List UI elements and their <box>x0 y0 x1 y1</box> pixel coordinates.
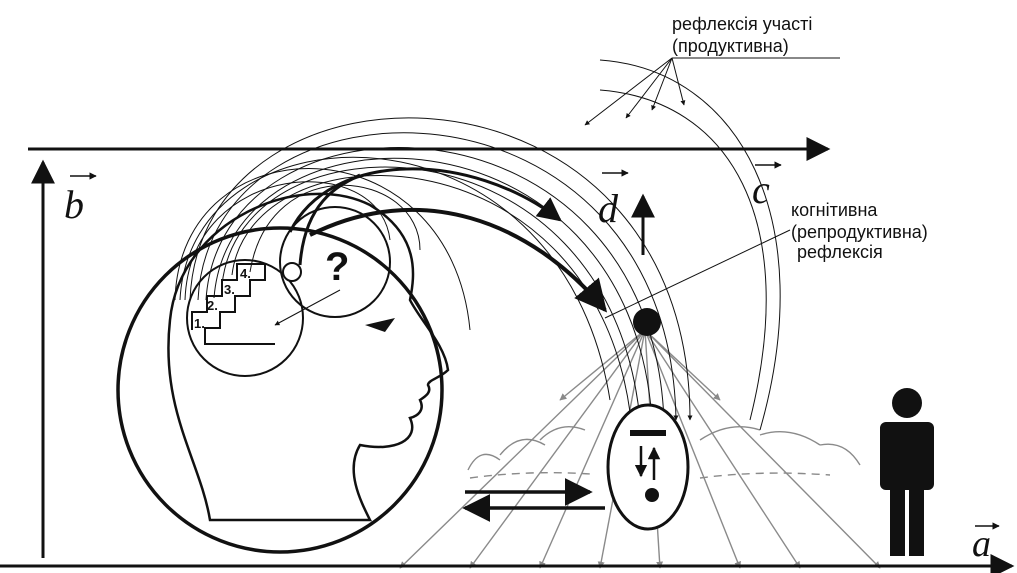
human-figure-icon <box>880 388 934 556</box>
annotation-leaders <box>585 58 840 318</box>
participation-reflection-line1: рефлексія участі <box>672 14 812 34</box>
ellipse-dot <box>645 488 659 502</box>
svg-text:d: d <box>598 186 619 231</box>
eye-icon <box>365 318 395 332</box>
head-circle <box>118 228 442 552</box>
vector-c: c <box>752 165 781 212</box>
vector-d: d <box>598 173 628 231</box>
cognitive-reflection-line1: когнітивна <box>791 200 878 220</box>
step-1-label: 1. <box>194 316 205 331</box>
svg-text:b: b <box>64 182 84 227</box>
ellipse-bar <box>630 430 666 436</box>
cognitive-reflection-line2: (репродуктивна) <box>791 222 928 242</box>
exchange-arrows <box>465 492 605 508</box>
question-mark: ? <box>325 245 349 289</box>
vector-a: a <box>972 523 999 565</box>
participation-reflection-line2: (продуктивна) <box>672 36 789 56</box>
observer-ellipse <box>608 405 688 529</box>
step-3-label: 3. <box>224 282 235 297</box>
step-4-label: 4. <box>240 266 251 281</box>
svg-text:a: a <box>972 523 991 565</box>
svg-text:c: c <box>752 167 770 212</box>
vector-b: b <box>64 176 96 227</box>
focus-point <box>283 263 301 281</box>
step-2-label: 2. <box>207 298 218 313</box>
reflection-object-dot <box>633 308 661 336</box>
cognitive-reflection-line3: рефлексія <box>797 242 883 262</box>
